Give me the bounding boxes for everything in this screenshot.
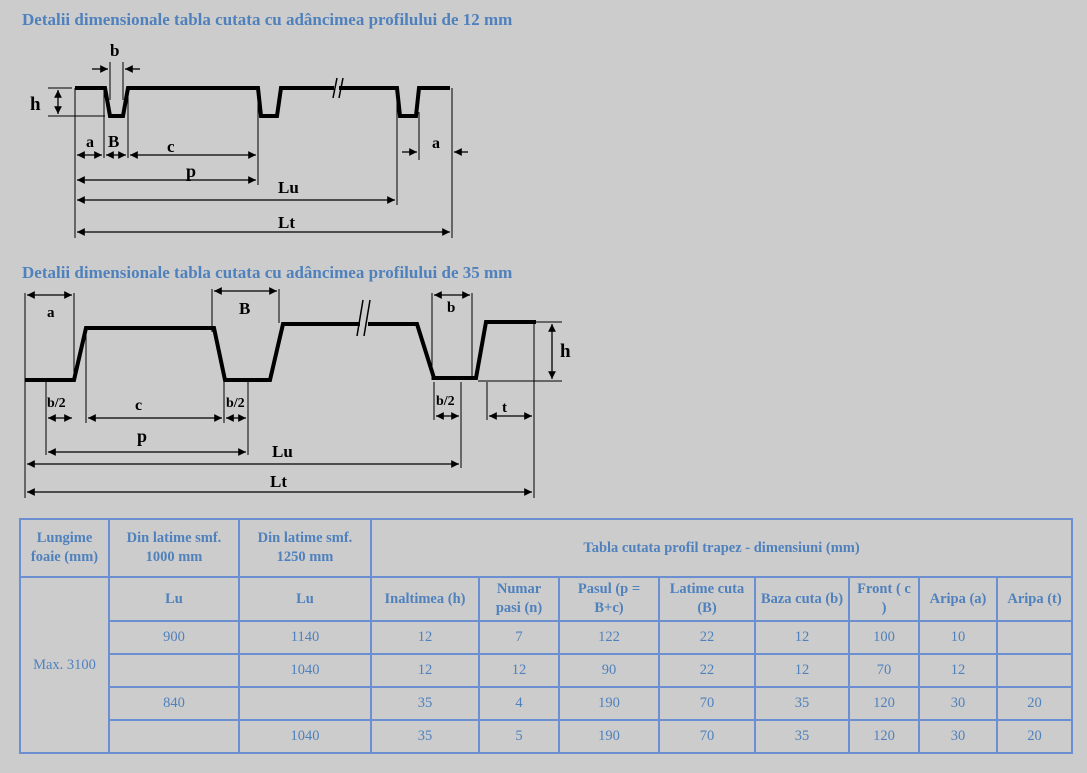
label-Lt: Lt [270, 472, 287, 491]
break-mark-12 [332, 77, 344, 99]
header-aripa-t: Aripa (t) [995, 576, 1074, 622]
cell-c: 120 [848, 686, 920, 721]
header-baza-cuta: Baza cuta (b) [754, 576, 850, 622]
cell-lu1250: 1140 [238, 620, 372, 655]
cell-max-length: Max. 3100 [19, 576, 110, 754]
profile-line-12 [75, 86, 450, 118]
table-row: 1040 12 12 90 22 12 70 12 [20, 653, 1074, 688]
table-row: 840 35 4 190 70 35 120 30 20 [20, 686, 1074, 721]
cell-lu1000: 840 [108, 686, 240, 721]
cell-p: 90 [558, 653, 660, 688]
cell-b: 35 [754, 719, 850, 754]
cell-lu1250 [238, 686, 372, 721]
cell-B: 22 [658, 620, 756, 655]
cell-h: 12 [370, 653, 480, 688]
label-B: B [108, 132, 119, 151]
header-tabla-cutata: Tabla cutata profil trapez - dimensiuni … [369, 518, 1074, 578]
label-a: a [47, 305, 55, 321]
header-pasul: Pasul (p = B+c) [558, 576, 660, 622]
label-Lt: Lt [278, 213, 295, 232]
diagram-profile-35: a B b h b/2 c b/2 b/2 t p Lu Lt [24, 287, 571, 498]
label-a-left: a [86, 134, 94, 151]
label-b-half-1: b/2 [47, 396, 66, 411]
header-lu-1000: Lu [108, 576, 240, 622]
label-b-half-2: b/2 [226, 396, 245, 411]
cell-b: 12 [754, 620, 850, 655]
cell-h: 35 [370, 686, 480, 721]
cell-B: 70 [658, 719, 756, 754]
label-Lu: Lu [278, 178, 299, 197]
title-profile-35: Detalii dimensionale tabla cutata cu adâ… [22, 263, 513, 282]
label-c: c [135, 397, 142, 414]
cell-t [995, 653, 1074, 688]
label-h: h [560, 341, 571, 362]
header-latime-cuta: Latime cuta (B) [658, 576, 756, 622]
header-lungime-foaie: Lungime foaie (mm) [19, 518, 110, 578]
cell-h: 12 [370, 620, 480, 655]
cell-a: 30 [918, 719, 998, 754]
header-row-2: Max. 3100 Lu Lu Inaltimea (h) Numar pasi… [19, 576, 1074, 754]
specs-table: Lungime foaie (mm) Din latime smf. 1000 … [19, 518, 1074, 754]
profile-line-35 [25, 320, 536, 382]
diagram-profile-12: h b a B c p Lu Lt a [30, 41, 468, 238]
label-b: b [110, 41, 119, 60]
cell-n: 7 [478, 620, 560, 655]
cell-t: 20 [995, 719, 1074, 754]
label-t: t [502, 400, 507, 416]
cell-t [995, 620, 1074, 655]
table-row: 1040 35 5 190 70 35 120 30 20 [20, 719, 1074, 754]
cell-lu1000 [108, 719, 240, 754]
cell-lu1250: 1040 [238, 653, 372, 688]
label-a-right: a [432, 135, 440, 152]
cell-h: 35 [370, 719, 480, 754]
label-b-top: b [447, 300, 455, 316]
cell-a: 10 [918, 620, 998, 655]
cell-c: 100 [848, 620, 920, 655]
cell-n: 12 [478, 653, 560, 688]
cell-n: 4 [478, 686, 560, 721]
header-latime-1250: Din latime smf. 1250 mm [238, 518, 372, 578]
label-b-half-3: b/2 [436, 394, 455, 409]
cell-t: 20 [995, 686, 1074, 721]
cell-p: 122 [558, 620, 660, 655]
header-latime-1000: Din latime smf. 1000 mm [108, 518, 240, 578]
label-h: h [30, 94, 41, 115]
header-numar-pasi: Numar pasi (n) [478, 576, 560, 622]
cell-b: 12 [754, 653, 850, 688]
label-p: p [137, 426, 147, 446]
header-inaltimea: Inaltimea (h) [370, 576, 480, 622]
break-mark-35 [356, 299, 371, 337]
cell-c: 70 [848, 653, 920, 688]
cell-p: 190 [558, 686, 660, 721]
cell-c: 120 [848, 719, 920, 754]
label-c: c [167, 137, 175, 156]
label-B: B [239, 299, 250, 318]
label-Lu: Lu [272, 442, 293, 461]
cell-B: 22 [658, 653, 756, 688]
cell-lu1000: 900 [108, 620, 240, 655]
cell-b: 35 [754, 686, 850, 721]
cell-B: 70 [658, 686, 756, 721]
cell-p: 190 [558, 719, 660, 754]
table-row: 900 1140 12 7 122 22 12 100 10 [20, 620, 1074, 655]
title-profile-12: Detalii dimensionale tabla cutata cu adâ… [22, 10, 513, 29]
cell-lu1000 [108, 653, 240, 688]
header-front: Front ( c ) [848, 576, 920, 622]
header-lu-1250: Lu [238, 576, 372, 622]
cell-a: 30 [918, 686, 998, 721]
cell-n: 5 [478, 719, 560, 754]
cell-lu1250: 1040 [238, 719, 372, 754]
header-row-1: Lungime foaie (mm) Din latime smf. 1000 … [19, 518, 1074, 578]
cell-a: 12 [918, 653, 998, 688]
label-p: p [186, 161, 196, 181]
header-aripa-a: Aripa (a) [918, 576, 998, 622]
